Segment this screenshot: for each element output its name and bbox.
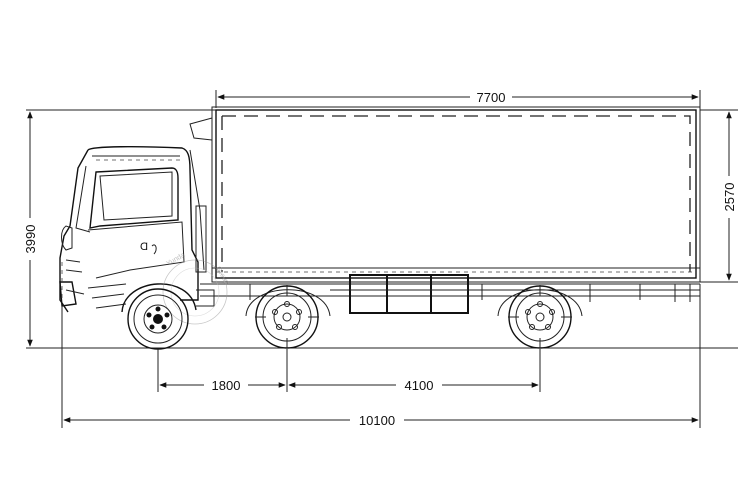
dimension-overall-height: 3990: [23, 109, 216, 347]
overall-length-label: 10100: [359, 413, 395, 428]
dimension-body-length: 7700: [215, 90, 701, 108]
front-wheel: [127, 288, 189, 350]
truck-cab: Ɑ: [59, 145, 215, 313]
rear-axle-wheel: [497, 285, 583, 349]
dimension-overall-length: 10100: [61, 284, 701, 428]
svg-text:Ɑ: Ɑ: [140, 241, 148, 253]
svg-text:Yunda: Yunda: [166, 252, 187, 268]
dimension-rear-wheelbase: 4100: [288, 378, 539, 393]
front-wheelbase-label: 1800: [212, 378, 241, 393]
body-length-label: 7700: [477, 90, 506, 105]
overall-height-label: 3990: [23, 225, 38, 254]
cargo-box: [189, 106, 701, 283]
dimension-body-height: 2570: [700, 109, 738, 283]
rear-wheelbase-label: 4100: [405, 378, 434, 393]
watermark-seal: Yunda Group: [162, 252, 230, 325]
body-height-label: 2570: [722, 183, 737, 212]
chassis-frame: [200, 283, 700, 302]
dimension-front-wheelbase: 1800: [159, 378, 286, 393]
side-storage-box: [349, 274, 469, 314]
middle-axle-wheel: [245, 285, 331, 349]
